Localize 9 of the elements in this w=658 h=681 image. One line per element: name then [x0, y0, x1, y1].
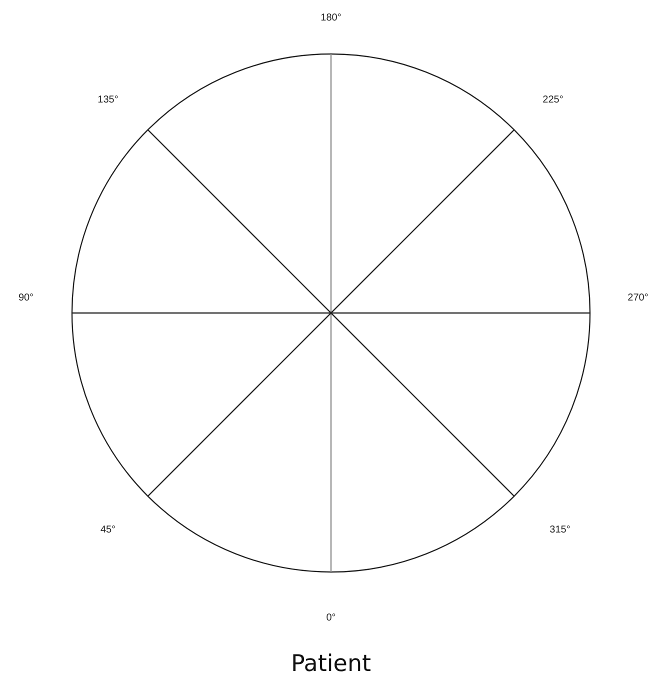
angle-label: 225°: [542, 94, 564, 106]
angle-label: 45°: [100, 524, 116, 536]
angle-label: 270°: [628, 292, 648, 304]
angle-label: 135°: [98, 94, 118, 106]
angle-label: 315°: [550, 524, 570, 536]
angle-label: 0°: [326, 612, 336, 624]
angle-label: 90°: [18, 292, 34, 304]
angle-label: 180°: [320, 12, 342, 24]
caption: Patient: [290, 651, 372, 677]
